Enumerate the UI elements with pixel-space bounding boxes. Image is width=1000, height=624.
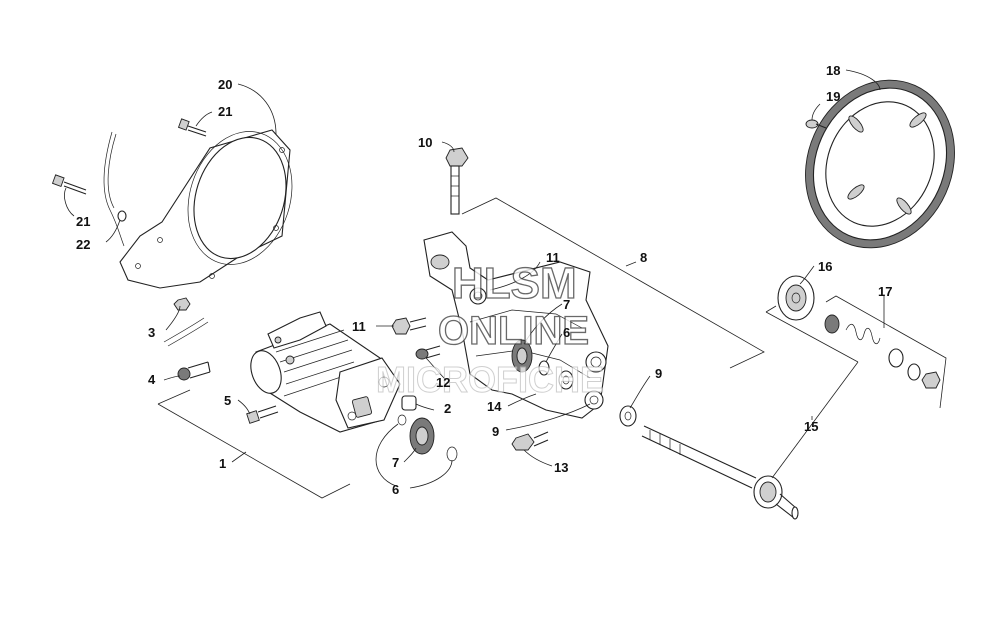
bolt-10-part <box>445 147 469 215</box>
washer-9-part <box>619 405 637 427</box>
screw-4-part <box>177 361 211 381</box>
callout-18: 18 <box>826 63 840 78</box>
callout-13: 13 <box>554 460 568 475</box>
callout-10: 10 <box>418 135 432 150</box>
drive-shaft-part <box>641 425 799 520</box>
callout-16: 16 <box>818 259 832 274</box>
bracket-14-part <box>423 231 609 419</box>
callout-21-top: 21 <box>218 104 232 119</box>
callout-6-lower: 6 <box>392 482 399 497</box>
callout-11-upper: 11 <box>546 250 560 265</box>
pinion-16-part <box>777 275 815 321</box>
callout-7-upper: 7 <box>563 297 570 312</box>
callout-17: 17 <box>878 284 892 299</box>
watermark: HLSM ONLINE MICROFICHE <box>376 258 605 400</box>
washer-bracket-part <box>538 360 574 390</box>
bushing-2-part <box>401 395 417 411</box>
washer-22-part <box>117 210 127 222</box>
gear-7-lower-part <box>409 417 435 455</box>
cover-plate-part <box>119 129 293 289</box>
bolt-11-lower-part <box>391 317 427 335</box>
nut-3-part <box>173 297 191 311</box>
callout-12: 12 <box>436 375 450 390</box>
leader-lines <box>64 69 947 499</box>
screw-12-part <box>415 345 441 360</box>
callout-1: 1 <box>219 456 226 471</box>
callout-9-upper: 9 <box>655 366 662 381</box>
callout-8: 8 <box>640 250 647 265</box>
callout-6-upper: 6 <box>563 325 570 340</box>
spring-kit-17-part <box>824 314 941 389</box>
callout-19: 19 <box>826 89 840 104</box>
callout-14: 14 <box>487 399 502 414</box>
bolt-21-left-part <box>51 174 87 195</box>
callout-labels: 20 21 21 22 3 4 5 1 10 8 11 11 7 6 12 2 … <box>76 63 892 497</box>
callout-20: 20 <box>218 77 232 92</box>
bolt-21-top-part <box>177 118 207 137</box>
screw-5-part <box>246 405 279 424</box>
watermark-line-2: ONLINE <box>438 309 589 353</box>
callout-11-lower: 11 <box>352 319 366 334</box>
callout-7-lower: 7 <box>392 455 399 470</box>
gear-7-upper-part <box>511 339 533 373</box>
callout-5: 5 <box>224 393 231 408</box>
wire-harness-part <box>103 131 209 347</box>
callout-2: 2 <box>444 401 451 416</box>
callout-15: 15 <box>804 419 818 434</box>
callout-9-lower: 9 <box>492 424 499 439</box>
callout-21-left: 21 <box>76 214 90 229</box>
callout-4: 4 <box>148 372 156 387</box>
callout-22: 22 <box>76 237 90 252</box>
ring-gear-18-part <box>805 79 955 249</box>
bolt-13-part <box>511 431 549 451</box>
starter-motor-part <box>250 311 401 433</box>
watermark-line-3: MICROFICHE <box>376 359 604 400</box>
callout-3: 3 <box>148 325 155 340</box>
watermark-line-1: HLSM <box>452 259 577 308</box>
